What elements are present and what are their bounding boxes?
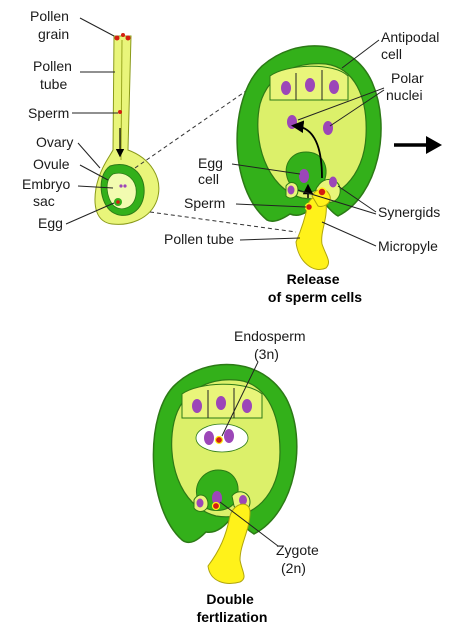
caption-double-fertilization: Double fertlization xyxy=(197,591,268,625)
synergid-nucleus xyxy=(287,185,295,195)
next-step-arrow-icon xyxy=(394,136,442,154)
label-pollen-grain: Pollen grain xyxy=(30,8,73,42)
polar-nucleus xyxy=(323,121,333,135)
leader-embryo-sac xyxy=(77,185,114,189)
sperm-cell xyxy=(317,187,327,197)
pollen-tube-channel xyxy=(120,39,123,161)
leader-pollen-tube-release xyxy=(239,237,301,241)
label-pollen-tube: Pollen tube xyxy=(33,58,76,92)
antipodal-nucleus xyxy=(305,78,315,92)
label-zygote: Zygote (2n) xyxy=(276,542,323,576)
sperm-dot xyxy=(118,110,122,114)
polar-nucleus-2 xyxy=(224,429,234,443)
polar-nucleus xyxy=(287,115,297,129)
pollen-tube-2 xyxy=(207,503,251,584)
zoom-line-bottom xyxy=(149,211,297,233)
release-diagram: Antipodal cell Polar nuclei Egg cell Spe… xyxy=(164,29,443,305)
sperm-cell xyxy=(304,202,314,212)
label-egg: Egg xyxy=(38,215,63,231)
leader-antipodal xyxy=(341,39,380,69)
small-egg-nucleus xyxy=(116,200,120,204)
sperm-path-arrow-polar xyxy=(290,120,323,179)
label-polar-nuclei: Polar nuclei xyxy=(386,70,428,103)
leader-pollen-grain xyxy=(79,17,115,37)
zygote-nucleus xyxy=(212,491,222,505)
antipodal-nucleus-2 xyxy=(216,396,226,410)
label-micropyle: Micropyle xyxy=(378,238,438,254)
zygote-sperm xyxy=(211,501,221,511)
label-sperm-release: Sperm xyxy=(184,195,225,211)
fertilization-diagram: Endosperm (3n) Zygote (2n) Double fertli… xyxy=(152,328,323,625)
leader-synergids-1 xyxy=(337,185,377,213)
small-polar xyxy=(119,184,123,188)
pollen-pistil-diagram: Pollen grain Pollen tube Sperm Ovary Ovu… xyxy=(22,8,160,231)
label-endosperm: Endosperm (3n) xyxy=(234,328,309,362)
small-embryo-sac xyxy=(106,172,137,210)
leader-ovule xyxy=(79,164,109,181)
egg-nucleus xyxy=(299,169,309,183)
synergid-nucleus-2 xyxy=(196,498,204,508)
small-polar xyxy=(123,184,127,188)
leader-ovary xyxy=(77,142,101,169)
antipodal-nucleus xyxy=(329,80,339,94)
label-pollen-tube-release: Pollen tube xyxy=(164,231,234,247)
leader-micropyle xyxy=(321,221,377,247)
label-egg-cell: Egg cell xyxy=(198,155,227,187)
label-ovule: Ovule xyxy=(33,156,70,172)
antipodal-nucleus xyxy=(281,81,291,95)
leader-polar-2 xyxy=(329,89,385,127)
label-embryo-sac: Embryo sac xyxy=(22,176,74,209)
label-antipodal-cell: Antipodal cell xyxy=(381,29,443,62)
leader-endosperm xyxy=(221,361,259,437)
endosperm-sperm xyxy=(214,435,224,445)
leader-synergids-2 xyxy=(297,189,377,215)
polar-nucleus-2 xyxy=(204,431,214,445)
leader-polar-1 xyxy=(297,87,385,121)
label-sperm: Sperm xyxy=(28,105,69,121)
caption-release: Release of sperm cells xyxy=(268,271,362,305)
synergid-nucleus-2 xyxy=(239,495,247,505)
leader-egg xyxy=(65,202,115,225)
leader-zygote xyxy=(219,501,279,547)
pollen-grain-dot xyxy=(121,33,125,37)
antipodal-nucleus-2 xyxy=(192,399,202,413)
label-ovary: Ovary xyxy=(36,134,73,150)
synergid-nucleus xyxy=(329,176,337,188)
antipodal-nucleus-2 xyxy=(242,399,252,413)
pollen-grain-dot xyxy=(114,35,120,41)
label-synergids: Synergids xyxy=(378,204,440,220)
pollen-grain-dot xyxy=(125,35,131,41)
leader-egg-cell xyxy=(231,163,301,175)
leader-sperm-release xyxy=(235,203,307,208)
